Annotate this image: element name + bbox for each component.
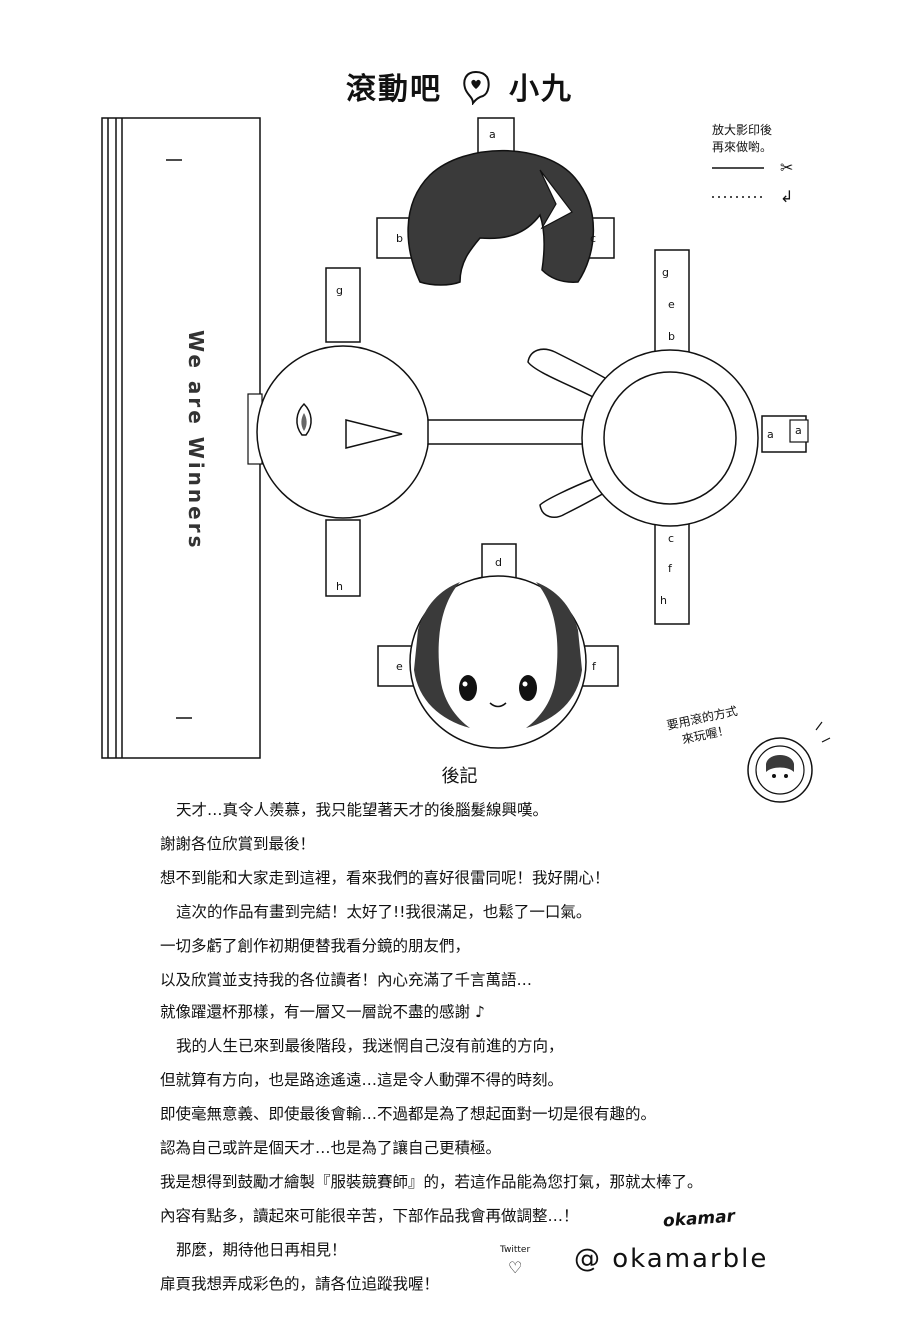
heart-bubble-icon [461, 69, 491, 113]
title-left: 滾動吧 [346, 72, 443, 107]
music-note-icon: ♪ [474, 1003, 485, 1021]
tab-label: e [396, 660, 403, 673]
rolling-mascot-doodle [747, 721, 831, 803]
afterword-line: 我的人生已來到最後階段，我迷惘自己沒有前進的方向， [176, 1037, 564, 1055]
tab-label: a [489, 128, 496, 141]
tab-label: f [668, 562, 672, 575]
strip-vertical-text: We are Winners [184, 330, 208, 551]
afterword-line: 這次的作品有畫到完結！太好了!!我很滿足，也鬆了一口氣。 [176, 903, 592, 921]
body-strip [101, 117, 261, 759]
twitter-label: Twitter [500, 1245, 531, 1255]
afterword-line: 謝謝各位欣賞到最後！ [160, 835, 316, 853]
afterword-line: 我是想得到鼓勵才繪製『服裝競賽師』的，若這作品能為您打氣，那就太棒了。 [160, 1173, 703, 1191]
afterword-line: 內容有點多，讀起來可能很辛苦，下部作品我會再做調整…！ [160, 1207, 579, 1225]
tab-label: a [795, 424, 802, 437]
cut-fold-legend [712, 167, 764, 198]
afterword-line: 扉頁我想弄成彩色的，請各位追蹤我喔！ [160, 1275, 440, 1293]
tab-label: c [590, 232, 597, 245]
face-piece [377, 543, 619, 749]
tab-label: c [668, 532, 675, 545]
afterword-line: 即使毫無意義、即使最後會輸…不過都是為了想起面對一切是很有趣的。 [160, 1105, 657, 1123]
tab-label: a [767, 428, 774, 441]
afterword-line: 以及欣賞並支持我的各位讀者！內心充滿了千言萬語… [160, 971, 533, 989]
right-ring [527, 249, 809, 625]
tab-label: e [668, 298, 675, 311]
tab-label: f [592, 660, 596, 673]
afterword-line: 就像躍還杯那樣，有一層又一層說不盡的感謝 ♪ [160, 1000, 485, 1022]
tab-label: g [336, 284, 343, 297]
tab-label: b [668, 330, 675, 343]
tab-label: h [660, 594, 667, 607]
page-title: 滾動吧 小九 [0, 64, 919, 113]
scissors-icon: ✂ [780, 158, 794, 177]
twitter-handle: @ okamarble [574, 1244, 769, 1274]
afterword-line: 想不到能和大家走到這裡，看來我們的喜好很雷同呢！我好開心！ [160, 869, 610, 887]
afterword-line: 天才…真令人羨慕，我只能望著天才的後腦髮線興嘆。 [176, 801, 549, 819]
fold-icon: ↲ [780, 187, 794, 206]
afterword-line-text: 就像躍還杯那樣，有一層又一層說不盡的感謝 [160, 1003, 471, 1021]
afterword-line: 但就算有方向，也是路途遙遠…這是令人動彈不得的時刻。 [160, 1071, 564, 1089]
tab-label: g [662, 266, 669, 279]
afterword-line: 認為自己或許是個天才…也是為了讓自己更積極。 [160, 1139, 502, 1157]
afterword-line: 那麼，期待他日再相見！ [176, 1241, 347, 1259]
afterword-line: 一切多虧了創作初期便替我看分鏡的朋友們， [160, 937, 471, 955]
hint-line-2: 再來做喲。 [712, 140, 773, 154]
twitter-bird-icon: ♡ [508, 1258, 523, 1277]
afterword-title: 後記 [441, 766, 478, 787]
tab-label: b [396, 232, 403, 245]
title-right: 小九 [508, 72, 573, 107]
hair-piece [376, 117, 615, 286]
enlarge-hint: 放大影印後 再來做喲。 [712, 122, 772, 156]
tab-label: h [336, 580, 343, 593]
hint-line-1: 放大影印後 [712, 123, 773, 137]
left-disc [247, 267, 589, 597]
tab-label: d [495, 556, 502, 569]
